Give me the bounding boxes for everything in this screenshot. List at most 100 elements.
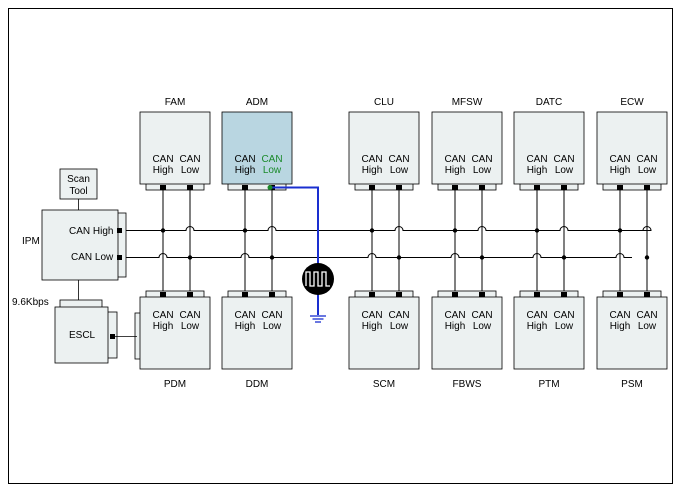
fam-pin [187,185,193,190]
psm-pin-label: Low [638,321,657,332]
psm-pin [644,292,650,297]
adm-pin-label: High [235,165,256,176]
psm-pin-label: CAN [609,310,630,321]
ecw-pin-label: CAN [636,154,657,165]
ddm-pin-label: Low [263,321,282,332]
scan-tool-label-line1: Scan [67,174,90,185]
ecw-pin [644,185,650,190]
ddm-body [221,296,293,370]
can-bus [122,187,652,297]
fbws-label: FBWS [453,379,482,390]
scan-tool: Scan Tool [59,168,98,211]
pdm-pin-label: Low [181,321,200,332]
fbws-body [431,296,503,370]
bottom-module-row: PDMCANHighCANLowDDMCANHighCANLowSCMCANHi… [134,290,668,390]
adm-pin [242,185,248,190]
psm-body [596,296,668,370]
fbws-pin-label: High [445,321,466,332]
escl-pin [110,334,115,339]
psm-pin-label: High [610,321,631,332]
ground-icon [310,315,326,323]
adm-pin-label: CAN [261,154,282,165]
ecw-label: ECW [620,97,644,108]
ddm-pin-label: High [235,321,256,332]
mfsw-label: MFSW [452,97,483,108]
fbws-pin-label: CAN [444,310,465,321]
pdm-pin [160,292,166,297]
bus-junction-dot [561,255,567,260]
fam-pin-label: CAN [152,154,173,165]
mfsw-body [431,111,503,185]
mfsw-pin-label: High [445,165,466,176]
fam-pin-label: Low [181,165,200,176]
bus-junction-dot [617,228,623,233]
datc-pin [561,185,567,190]
ecw-pin-label: High [610,165,631,176]
fbws-pin [452,292,458,297]
bus-junction-dot [187,255,193,260]
bus-junction-dot [452,228,458,233]
scm-pin-label: CAN [388,310,409,321]
ipm-can-high-label: CAN High [69,226,113,237]
pdm-label: PDM [164,379,186,390]
bus-junction-dot [396,255,402,260]
clu-pin-label: CAN [361,154,382,165]
fam-body [139,111,211,185]
can-low-bus-line [122,253,632,258]
scm-pin [396,292,402,297]
ipm-module: IPM CAN High CAN Low [22,209,127,281]
escl-box [54,306,109,364]
fam-pin-label: High [153,165,174,176]
datc-pin [534,185,540,190]
clu-pin-label: High [362,165,383,176]
bus-junction-dot [242,228,248,233]
square-wave-probe-icon [302,263,334,295]
pdm-pin-label: CAN [152,310,173,321]
ptm-pin-label: High [527,321,548,332]
datc-pin-label: CAN [526,154,547,165]
datc-pin-label: Low [555,165,574,176]
adm-body [221,111,293,185]
ptm-label: PTM [538,379,559,390]
scm-body [348,296,420,370]
mfsw-pin-label: CAN [471,154,492,165]
bus-junction-dot [479,255,485,260]
pdm-pin-label: High [153,321,174,332]
adm-pin-label: Low [263,165,282,176]
ptm-pin [561,292,567,297]
datc-label: DATC [536,97,562,108]
psm-label: PSM [621,379,643,390]
ptm-body [513,296,585,370]
pdm-pin [187,292,193,297]
bus-junction-dot [644,255,650,260]
clu-pin [396,185,402,190]
scm-pin-label: High [362,321,383,332]
ipm-can-high-pin [117,228,122,233]
ecw-pin-label: Low [638,165,657,176]
fam-pin [160,185,166,190]
ptm-pin-label: Low [555,321,574,332]
ddm-pin-label: CAN [261,310,282,321]
probe-contact-dot [267,185,273,190]
fam-label: FAM [165,97,186,108]
clu-body [348,111,420,185]
ecw-pin [617,185,623,190]
clu-label: CLU [374,97,394,108]
ptm-pin [534,292,540,297]
diagram-border [8,8,673,484]
ipm-box [41,209,119,281]
fbws-pin [479,292,485,297]
mfsw-pin [479,185,485,190]
escl-speed-label: 9.6Kbps [12,297,49,308]
escl-label: ESCL [69,330,96,341]
ipm-label: IPM [22,236,40,247]
scm-pin [369,292,375,297]
